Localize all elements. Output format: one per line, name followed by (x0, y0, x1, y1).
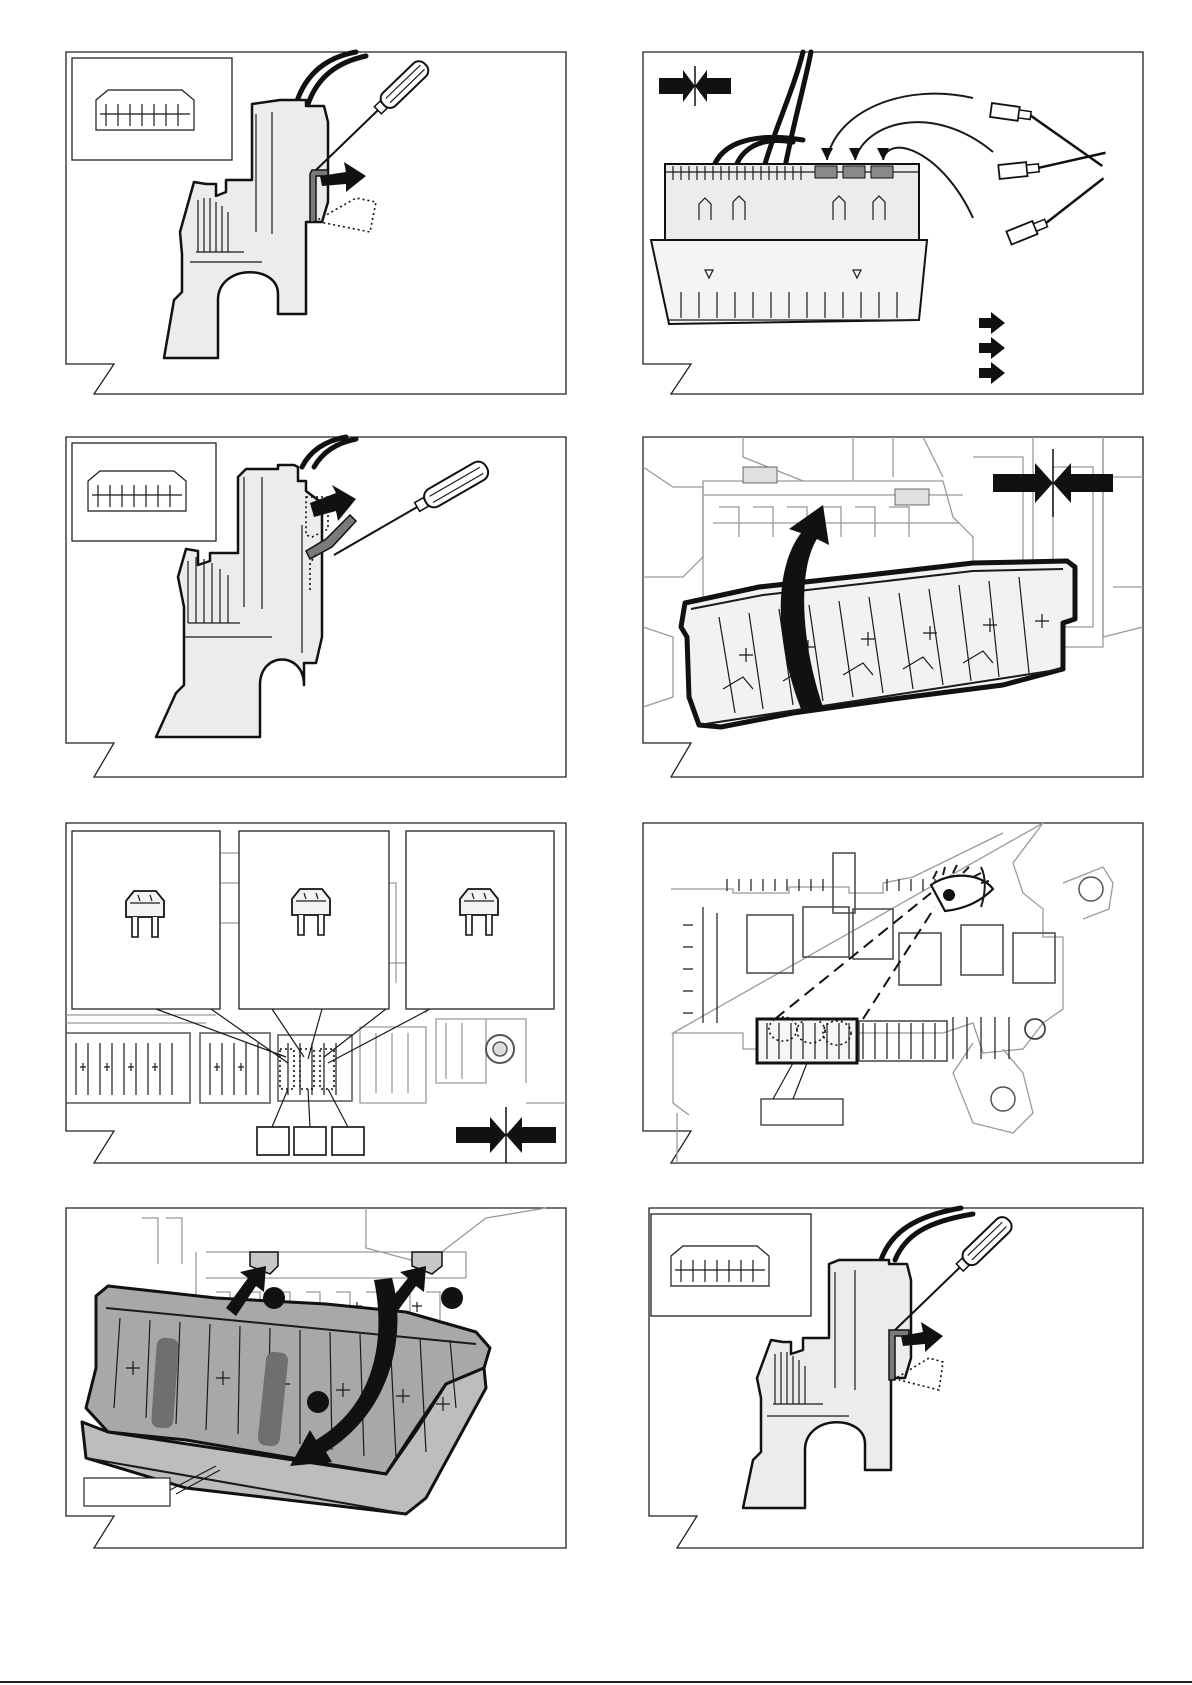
panel-identify-fuses-drawing (66, 823, 566, 1165)
panel-reconnect-terminals-drawing (643, 52, 1143, 396)
panel-install-fuse-block (66, 1208, 566, 1550)
fuse-block-inset (651, 1214, 811, 1316)
panel-release-tab-2-drawing (66, 437, 566, 779)
panel-inspect-fuse-block (643, 823, 1143, 1165)
panel-lift-cover-drawing (643, 437, 1143, 779)
fuse-cover (681, 561, 1075, 727)
wire-bundle (711, 52, 811, 178)
panel-install-fuse-block-drawing (66, 1208, 566, 1550)
pinch-arrows-icon (993, 449, 1113, 517)
pinch-arrows-icon (659, 66, 731, 106)
panel-frame (643, 823, 1143, 1163)
wire-bundle (881, 1208, 973, 1260)
connector-housing (164, 100, 328, 358)
panel-release-tab-3-drawing (643, 1208, 1143, 1550)
panel-reconnect-terminals (643, 52, 1143, 396)
fuse-box-outline (671, 823, 1113, 1163)
connector-housing (743, 1260, 911, 1508)
zoom-box-1 (72, 831, 220, 1009)
panel-release-tab-1-drawing (66, 52, 566, 396)
panel-inspect-fuse-block-drawing (643, 823, 1143, 1165)
fuse-block-inset (72, 443, 216, 541)
fuse-label-boxes (257, 1089, 364, 1155)
connector-housing (156, 465, 322, 737)
panel-lift-cover (643, 437, 1143, 779)
connector-body (651, 164, 927, 324)
eye-icon (931, 865, 993, 911)
pinch-arrows-icon (456, 1107, 556, 1163)
panel-release-tab-2 (66, 437, 566, 779)
terminal-connectors (985, 103, 1113, 244)
zoom-box-2 (239, 831, 389, 1009)
panel-identify-fuses (66, 823, 566, 1165)
page-bottom-rule (0, 1681, 1192, 1683)
wire-bundle (296, 52, 366, 104)
fuse-block-inset (72, 58, 232, 160)
legend-arrows (979, 312, 1005, 384)
panel-release-tab-3 (643, 1208, 1143, 1550)
zoom-callout-lines (156, 1009, 430, 1063)
zoom-box-3 (406, 831, 554, 1009)
screwdriver-icon (329, 458, 491, 563)
panel-release-tab-1 (66, 52, 566, 396)
part-label-box (761, 1063, 843, 1125)
wire-bundle (302, 437, 356, 467)
